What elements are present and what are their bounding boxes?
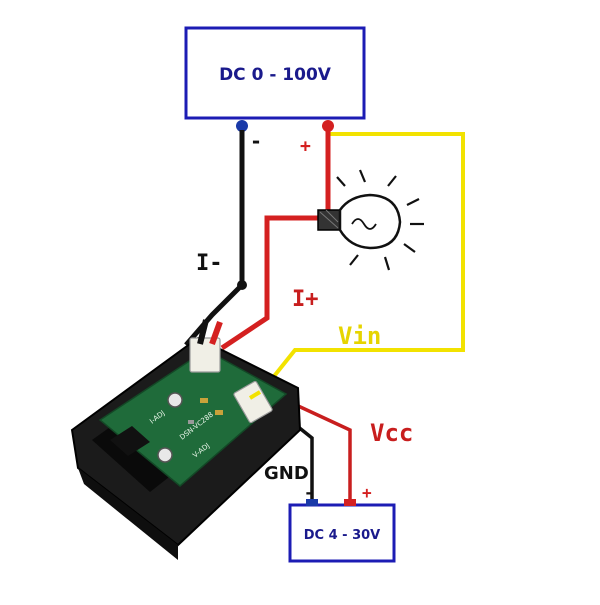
lamp-ray	[349, 254, 359, 266]
supply-bottom: DC 4 - 30V - +	[288, 483, 396, 563]
lamp-ray	[336, 176, 346, 187]
lamp-ray	[358, 169, 367, 183]
supply-top-box	[184, 26, 366, 120]
terminal-blue-icon	[306, 499, 318, 506]
lamp-glass	[338, 193, 402, 250]
pcb-chip	[110, 426, 150, 456]
lamp-filament	[351, 218, 377, 230]
voltmeter-ammeter-module: DSN-VC288 I-ADJ V-ADJ	[70, 319, 302, 560]
i-plus-wire	[220, 215, 318, 351]
lamp-ray	[406, 198, 420, 206]
label-i-plus: I+	[292, 287, 319, 312]
supply-bottom-minus: -	[304, 483, 314, 502]
lamp-ray	[383, 256, 391, 271]
label-gnd: GND	[264, 463, 309, 484]
supply-bottom-box	[288, 503, 396, 563]
stub-yellow	[248, 390, 262, 400]
trim-pot-2	[157, 447, 173, 463]
pcb-resistor	[215, 410, 223, 415]
stub-black	[197, 319, 209, 345]
lamp-thread	[319, 211, 339, 229]
connector-current	[189, 337, 221, 373]
supply-top-label: DC 0 - 100V	[219, 65, 332, 85]
pcb-resistor	[200, 398, 208, 403]
lamp-thread-2	[325, 209, 339, 223]
terminal-blue-icon	[236, 120, 248, 132]
pcb-smd	[188, 420, 194, 424]
vin-wire	[261, 132, 465, 392]
i-minus-junction	[237, 280, 247, 290]
lamp-ray	[387, 175, 397, 187]
label-vcc: Vcc	[370, 419, 413, 447]
supply-top-plus: +	[300, 136, 311, 157]
trim-pot-1	[167, 392, 183, 408]
label-i-minus: I-	[196, 251, 223, 276]
terminal-red-icon	[322, 120, 334, 132]
supply-bottom-plus: +	[362, 483, 372, 502]
supply-bottom-label: DC 4 - 30V	[304, 528, 381, 543]
i-minus-wire	[184, 130, 245, 347]
connector-voltage	[233, 380, 273, 424]
terminal-red-icon	[344, 499, 356, 506]
label-vin: Vin	[338, 322, 381, 350]
lamp-icon	[317, 169, 424, 271]
supply-top-minus: -	[250, 129, 262, 153]
meter-pcb	[98, 349, 288, 487]
meter-case-side	[78, 468, 178, 560]
supply-top: DC 0 - 100V - +	[184, 26, 366, 157]
stub-red	[209, 320, 223, 346]
lamp-ray	[403, 243, 416, 253]
